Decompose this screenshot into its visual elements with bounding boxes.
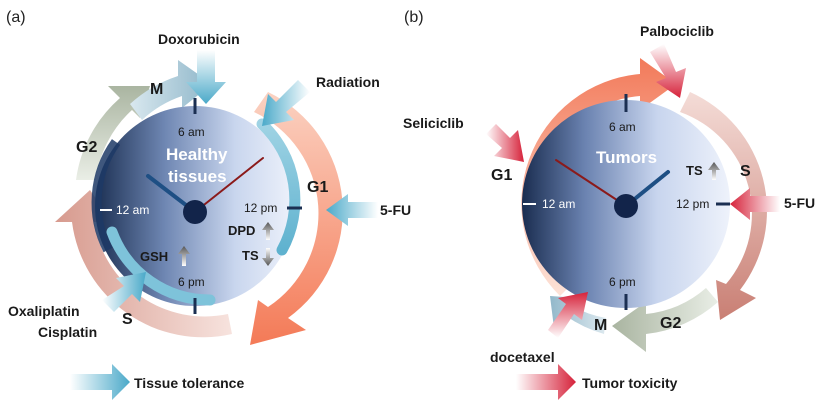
gradient-arrow-icon xyxy=(102,272,146,312)
time-12pm: 12 pm xyxy=(676,197,709,211)
gradient-arrow-icon xyxy=(326,194,378,226)
arrow-5fu-a xyxy=(326,194,378,226)
legend-tolerance-arrow xyxy=(70,364,130,400)
drug-doxorubicin: Doxorubicin xyxy=(158,31,240,47)
gradient-arrow-icon xyxy=(548,292,588,338)
phase-g1-label: G1 xyxy=(491,167,512,184)
phase-g2-label: G2 xyxy=(660,315,681,332)
phase-m-label: M xyxy=(594,317,607,334)
phase-m-arc xyxy=(130,60,212,120)
time-6am: 6 am xyxy=(609,120,636,134)
clock-center-hub xyxy=(183,200,207,224)
phase-g2-label: G2 xyxy=(76,139,97,156)
tolerance-arc-dark-left xyxy=(91,139,121,253)
panel-a-label: (a) xyxy=(6,9,26,26)
time-6pm: 6 pm xyxy=(178,275,205,289)
drug-5fu-a: 5-FU xyxy=(380,202,411,218)
phase-s-label: S xyxy=(122,311,133,328)
drug-cisplatin: Cisplatin xyxy=(38,324,97,340)
marker-gsh: GSH xyxy=(140,249,168,264)
phase-s-label: S xyxy=(740,163,751,180)
legend-toxicity-arrow xyxy=(516,364,576,400)
center-label-line2: tissues xyxy=(168,167,227,186)
legend-tolerance-label: Tissue tolerance xyxy=(134,375,244,391)
phase-g2-arc xyxy=(76,86,150,180)
phase-g2-arc xyxy=(612,288,718,352)
arrow-docetaxel xyxy=(548,292,588,338)
arrow-5fu-b xyxy=(730,188,780,220)
up-arrow-icon xyxy=(708,162,720,180)
drug-seliciclib: Seliciclib xyxy=(403,115,464,131)
drug-radiation: Radiation xyxy=(316,74,380,90)
arrow-radiation xyxy=(262,80,310,126)
gradient-arrow-icon xyxy=(730,188,780,220)
center-label-line1: Healthy xyxy=(166,145,228,164)
phase-g1-label: G1 xyxy=(307,179,328,196)
phase-g1-arc xyxy=(521,58,676,296)
time-6pm: 6 pm xyxy=(609,275,636,289)
phase-g1-arc xyxy=(250,92,343,345)
tolerance-arc-right xyxy=(256,118,301,256)
gradient-arrow-icon xyxy=(262,80,310,126)
clock-center-hub xyxy=(614,194,638,218)
panel-b-label: (b) xyxy=(404,9,424,26)
arrow-doxorubicin xyxy=(186,50,226,104)
arrow-oxaliplatin xyxy=(102,272,146,312)
marker-ts-b: TS xyxy=(686,163,703,178)
time-12pm: 12 pm xyxy=(244,201,277,215)
gradient-arrow-icon xyxy=(650,44,686,98)
drug-oxaliplatin: Oxaliplatin xyxy=(8,303,80,319)
clock-hand-red xyxy=(555,159,627,207)
marker-dpd: DPD xyxy=(228,223,255,238)
drug-5fu-b: 5-FU xyxy=(784,195,815,211)
arrow-seliciclib xyxy=(486,124,524,162)
panel-a: (a) 6 am 12 pm 6 pm 12 am Healthy tissu xyxy=(6,9,411,400)
time-12am: 12 am xyxy=(116,203,149,217)
up-arrow-icon xyxy=(178,246,190,266)
phase-m-label: M xyxy=(150,81,163,98)
time-6am: 6 am xyxy=(178,125,205,139)
drug-palbociclib: Palbociclib xyxy=(640,23,714,39)
center-label: Tumors xyxy=(596,148,657,167)
legend-toxicity-label: Tumor toxicity xyxy=(582,375,678,391)
down-arrow-icon xyxy=(262,248,274,266)
up-arrow-icon xyxy=(262,222,274,240)
arrow-palbociclib xyxy=(650,44,686,98)
panel-b: (b) 6 am 12 pm 6 pm 12 am Tumors TS G1 xyxy=(403,9,815,400)
time-12am: 12 am xyxy=(542,197,575,211)
phase-s-arc xyxy=(55,190,232,338)
clock-hand-red xyxy=(194,157,264,213)
drug-docetaxel: docetaxel xyxy=(490,349,555,365)
gradient-arrow-icon xyxy=(486,124,524,162)
marker-ts-a: TS xyxy=(242,248,259,263)
phase-s-arc xyxy=(680,92,767,320)
gradient-arrow-icon xyxy=(186,50,226,104)
